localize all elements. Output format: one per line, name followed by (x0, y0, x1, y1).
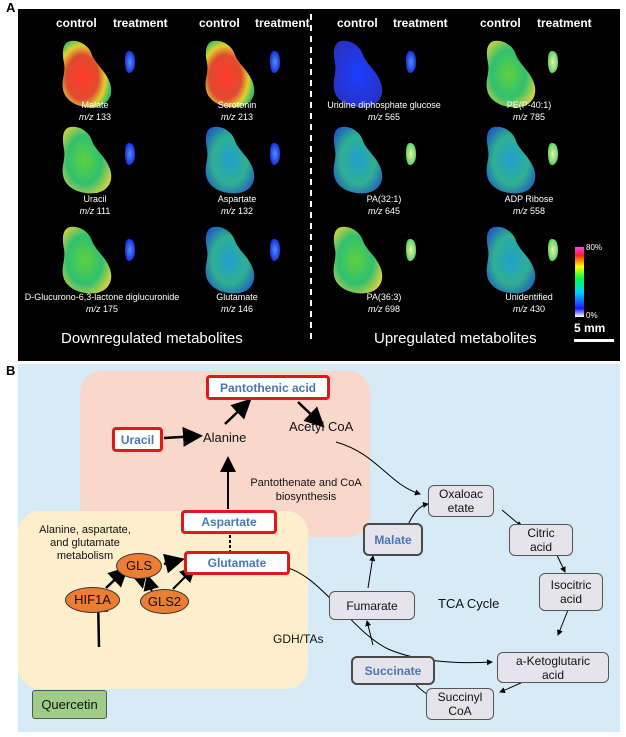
colorbar-max-label: 80% (586, 243, 603, 252)
header-control-1: control (56, 16, 97, 30)
colorbar-min-label: 0% (586, 311, 598, 320)
treatment-image-serotonin (270, 51, 280, 73)
caption-pa36: PA(36:3)m/z 698 (366, 292, 402, 314)
control-image-udp-glucose (333, 40, 383, 108)
caption-pa32: PA(32:1)m/z 645 (366, 194, 402, 216)
treatment-image-pa32 (406, 143, 416, 165)
control-image-glutamate (205, 226, 255, 294)
header-control-3: control (337, 16, 378, 30)
control-image-pa36 (333, 226, 383, 294)
node-isocitric-acid: Isocitric acid (539, 573, 603, 611)
ion-image-canvas (62, 14, 614, 342)
node-fumarate: Fumarate (329, 591, 415, 620)
node-uracil: Uracil (112, 427, 163, 452)
node-quercetin: Quercetin (32, 690, 107, 719)
scale-bar (574, 339, 614, 342)
node-gls: GLS (116, 553, 162, 579)
node-gls2: GLS2 (140, 589, 189, 614)
control-image-glucuronolactone (62, 226, 112, 294)
node-acetyl-coa: Acetyl CoA (289, 419, 354, 434)
header-treatment-4: treatment (537, 16, 592, 30)
colorbar (575, 247, 584, 317)
header-treatment-2: treatment (255, 16, 310, 30)
panel-a-ion-images: control treatment control treatment cont… (18, 9, 620, 361)
treatment-image-glucuronolactone (125, 239, 135, 261)
label-upregulated: Upregulated metabolites (374, 330, 537, 347)
node-aspartate: Aspartate (181, 510, 277, 534)
node-pantothenic-acid: Pantothenic acid (206, 375, 330, 400)
header-control-2: control (199, 16, 240, 30)
node-hif1a: HIF1A (65, 587, 120, 613)
control-image-adp-ribose (486, 126, 536, 194)
label-pantothenate-biosynthesis: Pantothenate and CoA biosynthesis (250, 477, 362, 503)
control-image-uracil (62, 126, 112, 194)
node-glutamate: Glutamate (184, 551, 290, 575)
treatment-image-pe (548, 51, 558, 73)
node-succinyl-coa: Succinyl CoA (426, 688, 494, 720)
caption-pe: PE(P-40:1)m/z 785 (506, 100, 552, 122)
node-alanine: Alanine (203, 430, 247, 445)
header-treatment-1: treatment (113, 16, 168, 30)
node-a-ketoglutaric-acid: a-Ketoglutaric acid (497, 652, 609, 683)
panel-a-letter: A (6, 0, 16, 15)
treatment-image-pa36 (406, 239, 416, 261)
label-tca-cycle: TCA Cycle (438, 596, 500, 611)
treatment-image-malate (125, 51, 135, 73)
control-image-malate (62, 40, 112, 108)
label-gdh-tas: GDH/TAs (273, 632, 324, 646)
panel-b-letter: B (6, 363, 16, 378)
treatment-image-adp-ribose (548, 143, 558, 165)
header-treatment-3: treatment (393, 16, 448, 30)
control-image-aspartate (205, 126, 255, 194)
pathway-arrows (88, 398, 569, 697)
treatment-image-glutamate (270, 239, 280, 261)
treatment-image-udp-glucose (406, 51, 416, 73)
control-image-serotonin (205, 40, 255, 108)
node-malate: Malate (363, 523, 423, 556)
panel-b-pathway: Pantothenic acid Uracil Alanine Acetyl C… (18, 364, 620, 732)
header-control-4: control (480, 16, 521, 30)
treatment-image-uracil (125, 143, 135, 165)
control-image-unidentified (486, 226, 536, 294)
control-image-pa32 (333, 126, 383, 194)
scale-bar-label: 5 mm (574, 321, 606, 335)
treatment-image-aspartate (270, 143, 280, 165)
node-succinate: Succinate (351, 656, 435, 685)
treatment-image-unidentified (548, 239, 558, 261)
node-citric-acid: Citric acid (509, 524, 573, 556)
label-downregulated: Downregulated metabolites (61, 330, 243, 347)
label-ala-asp-glu-metabolism: Alanine, aspartate, and glutamate metabo… (39, 524, 131, 562)
control-image-pe (486, 40, 536, 108)
node-oxaloacetate: Oxaloac etate (428, 485, 494, 517)
